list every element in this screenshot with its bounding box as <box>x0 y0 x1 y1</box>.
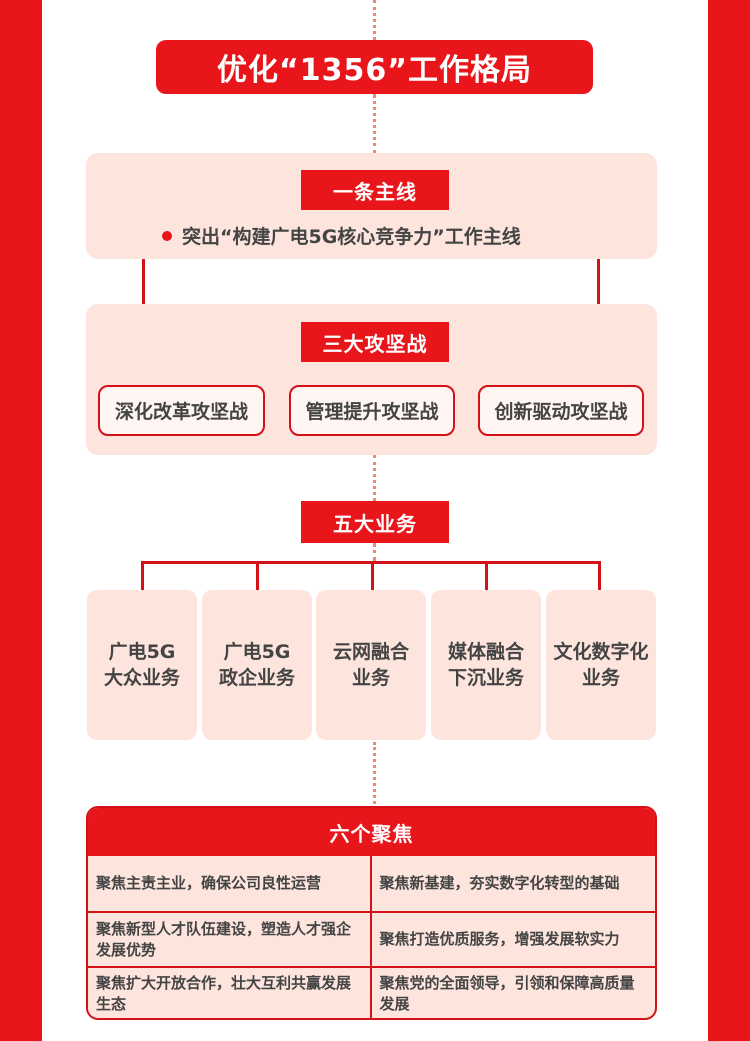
business-line2: 大众业务 <box>103 667 180 689</box>
business-line1: 文化数字化 <box>553 641 649 663</box>
connector-left <box>142 259 145 304</box>
focus-item: 聚焦打造优质服务，增强发展软实力 <box>371 911 655 966</box>
five-businesses-label: 五大业务 <box>301 501 449 543</box>
focus-item: 聚焦扩大开放合作，壮大互利共赢发展生态 <box>88 966 372 1018</box>
six-focuses-table: 六个聚焦 聚焦主责主业，确保公司良性运营 聚焦新基建，夯实数字化转型的基础 聚焦… <box>86 806 657 1020</box>
business-card: 云网融合 业务 <box>316 590 426 740</box>
business-card: 文化数字化 业务 <box>546 590 656 740</box>
focus-item: 聚焦党的全面领导，引领和保障高质量发展 <box>371 966 655 1018</box>
left-red-border <box>0 0 42 1041</box>
business-card: 广电5G 大众业务 <box>87 590 197 740</box>
six-focuses-grid: 聚焦主责主业，确保公司良性运营 聚焦新基建，夯实数字化转型的基础 聚焦新型人才队… <box>88 856 655 1018</box>
dotted-connector-2 <box>373 455 376 501</box>
dotted-connector-1 <box>373 94 376 154</box>
six-focuses-label: 六个聚焦 <box>88 808 655 856</box>
dotted-connector-top <box>373 0 376 40</box>
business-branch-2 <box>256 561 259 590</box>
business-card: 广电5G 政企业务 <box>202 590 312 740</box>
focus-item: 聚焦新基建，夯实数字化转型的基础 <box>379 874 620 892</box>
business-branch-5 <box>598 561 601 590</box>
three-battles-label: 三大攻坚战 <box>301 322 449 362</box>
battle-reform: 深化改革攻坚战 <box>98 385 265 436</box>
business-line2: 业务 <box>581 667 620 689</box>
connector-right <box>597 259 600 304</box>
battle-management: 管理提升攻坚战 <box>289 385 455 436</box>
business-branch-3 <box>371 561 374 590</box>
business-line2: 政企业务 <box>218 667 295 689</box>
right-red-border <box>708 0 750 1041</box>
business-branch-1 <box>141 561 144 590</box>
dotted-connector-3 <box>373 543 376 561</box>
business-line1: 广电5G <box>108 641 176 663</box>
one-line-label: 一条主线 <box>301 170 449 210</box>
business-line1: 媒体融合 <box>447 641 524 663</box>
business-card: 媒体融合 下沉业务 <box>431 590 541 740</box>
page-title: 优化“1356”工作格局 <box>156 40 593 94</box>
focus-item: 聚焦主责主业，确保公司良性运营 <box>88 856 372 911</box>
one-line-text: 突出“构建广电5G核心竞争力”工作主线 <box>182 226 521 248</box>
focus-item: 聚焦新型人才队伍建设，塑造人才强企发展优势 <box>88 911 372 966</box>
business-line2: 业务 <box>351 667 390 689</box>
business-line1: 云网融合 <box>332 641 409 663</box>
dotted-connector-4 <box>373 742 376 804</box>
business-line2: 下沉业务 <box>447 667 524 689</box>
business-branch-4 <box>485 561 488 590</box>
business-line1: 广电5G <box>223 641 291 663</box>
bullet-dot-icon <box>162 230 172 241</box>
one-line-item: 突出“构建广电5G核心竞争力”工作主线 <box>162 222 521 249</box>
battle-innovation: 创新驱动攻坚战 <box>478 385 644 436</box>
